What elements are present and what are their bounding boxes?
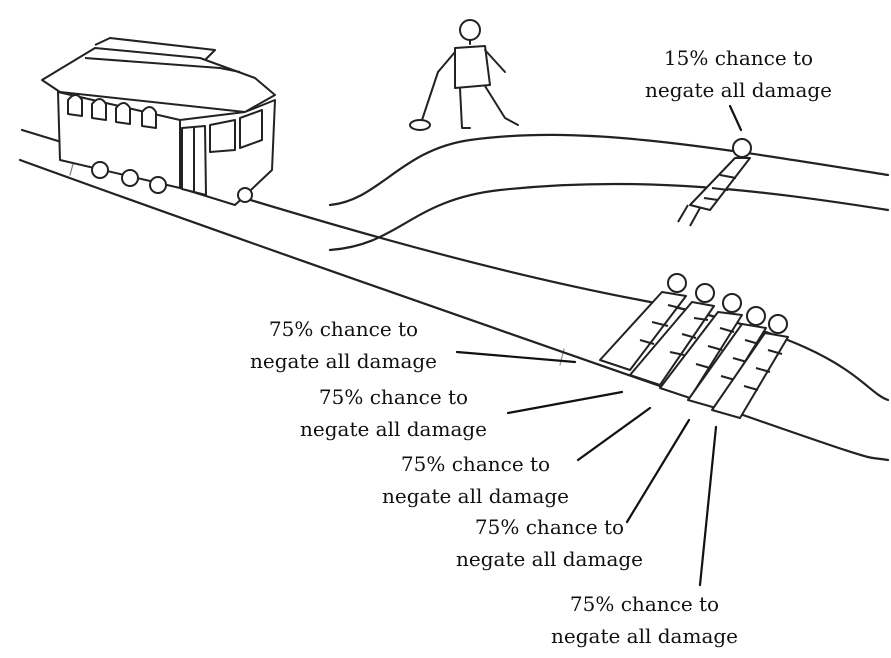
caption-group-1: 75% chance to negate all damage — [250, 313, 437, 377]
caption-line: negate all damage — [456, 547, 644, 571]
caption-line: 75% chance to — [268, 317, 419, 341]
pointer-line-3 — [576, 406, 652, 462]
group-of-tied-people — [599, 273, 789, 419]
caption-group-5: 75% chance to negate all damage — [551, 588, 738, 652]
pointer-line-single — [728, 104, 743, 132]
trolley — [41, 37, 276, 206]
pointer-line-5 — [698, 425, 718, 587]
caption-group-2: 75% chance to negate all damage — [300, 381, 487, 445]
caption-line: 75% chance to — [569, 592, 720, 616]
caption-line: negate all damage — [382, 484, 570, 508]
caption-single-person: 15% chance to negate all damage — [645, 42, 832, 106]
caption-group-4: 75% chance to negate all damage — [456, 511, 643, 575]
caption-line: negate all damage — [551, 624, 739, 648]
caption-line: 75% chance to — [400, 452, 551, 476]
caption-line: 15% chance to — [663, 46, 814, 70]
caption-line: 75% chance to — [474, 515, 625, 539]
caption-line: negate all damage — [250, 349, 438, 373]
pointer-lines — [455, 104, 743, 587]
caption-line: negate all damage — [645, 78, 833, 102]
caption-group-3: 75% chance to negate all damage — [382, 448, 569, 512]
caption-line: negate all damage — [300, 417, 488, 441]
single-tied-person — [677, 138, 752, 227]
pointer-line-1 — [455, 350, 577, 364]
lever-operator — [409, 19, 519, 131]
pointer-line-4 — [625, 418, 691, 524]
pointer-line-2 — [506, 390, 624, 415]
caption-line: 75% chance to — [318, 385, 469, 409]
